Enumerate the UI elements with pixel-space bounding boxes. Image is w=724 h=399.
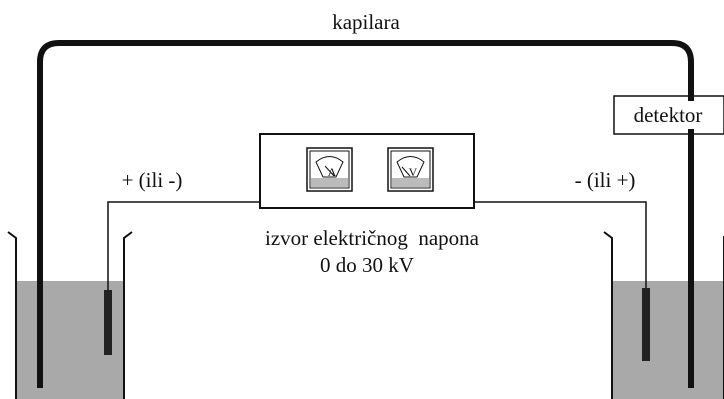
power-supply: A V [259,133,475,209]
voltmeter-icon: V [387,147,434,192]
capillary-tube [37,40,694,388]
power-supply-box [259,133,475,209]
ammeter-icon: A [306,147,353,192]
left-electrode [104,290,112,355]
right-buffer-vial [603,231,724,399]
left-wire [107,188,261,292]
power-source-label: izvor električnog napona [265,226,480,250]
right-buffer-solution [612,281,724,399]
detector-label: detektor [634,103,703,127]
ammeter-label: A [328,165,337,179]
right-electrode [642,288,650,361]
right-electrode-polarity-label: - (ili +) [575,168,636,192]
voltage-range-label: 0 do 30 kV [320,253,414,277]
left-beaker-outline [7,231,133,399]
voltmeter-label: V [409,165,418,179]
capillary-label: kapilara [332,10,400,34]
left-buffer-vial [7,231,133,399]
detector-box [613,95,724,135]
right-wire [473,188,647,290]
left-electrode-polarity-label: + (ili -) [122,168,183,192]
right-beaker-outline [603,231,724,399]
